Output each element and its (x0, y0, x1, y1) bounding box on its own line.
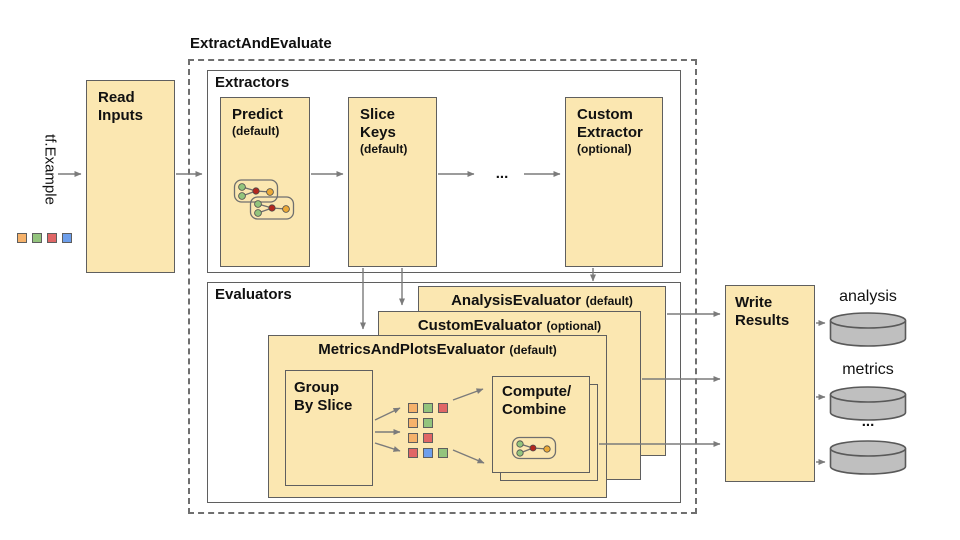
green-square (438, 448, 448, 458)
metrics-output-label: metrics (842, 361, 894, 378)
write-results-line1: Write (735, 294, 773, 311)
metrics-and-plots-evaluator-title: MetricsAndPlotsEvaluator (318, 341, 505, 358)
blue-square (423, 448, 433, 458)
compute-combine-line2: Combine (502, 401, 567, 418)
predict-extractor-box: Predict (default) (220, 97, 310, 267)
red-square (438, 403, 448, 413)
group-by-slice-box: Group By Slice (285, 370, 373, 486)
predict-subtitle: (default) (232, 124, 280, 138)
green-square (423, 403, 433, 413)
extract-and-evaluate-frame (188, 59, 697, 514)
compute-combine-line1: Compute/ (502, 383, 572, 400)
other-database-icon (829, 440, 907, 475)
slice-row (408, 433, 448, 443)
tf-example-label: tf.Example (41, 134, 59, 205)
write-results-box: Write Results (725, 285, 815, 482)
analysis-evaluator-subtitle: (default) (585, 294, 633, 308)
red-square (423, 433, 433, 443)
read-inputs-box: Read Inputs (86, 80, 175, 273)
orange-square (408, 433, 418, 443)
red-square (47, 233, 57, 243)
diagram-title: ExtractAndEvaluate (190, 35, 332, 52)
write-results-line2: Results (735, 312, 790, 329)
orange-square (17, 233, 27, 243)
analysis-evaluator-title: AnalysisEvaluator (451, 292, 582, 309)
custom-extractor-line2: Extractor (577, 124, 643, 141)
group-by-slice-line2: By Slice (294, 397, 353, 414)
custom-extractor-subtitle: (optional) (577, 142, 632, 156)
slice-keys-line2: Keys (360, 124, 396, 141)
orange-square (408, 418, 418, 428)
extractors-ellipsis: ... (495, 165, 509, 182)
green-square (32, 233, 42, 243)
custom-evaluator-subtitle: (optional) (546, 319, 602, 333)
compute-combine-box: Compute/ Combine (492, 376, 590, 473)
combine-graph-icon (511, 436, 557, 460)
slice-keys-subtitle: (default) (360, 142, 408, 156)
sliced-examples-grid (408, 403, 448, 458)
slice-keys-line1: Slice (360, 106, 396, 123)
analysis-output-label: analysis (839, 288, 897, 305)
metrics-and-plots-evaluator-subtitle: (default) (509, 343, 557, 357)
metrics-database-icon (829, 386, 907, 421)
read-inputs-line1: Read (98, 89, 135, 106)
orange-square (408, 403, 418, 413)
read-inputs-line2: Inputs (98, 107, 143, 124)
extractors-label: Extractors (215, 74, 290, 91)
red-square (408, 448, 418, 458)
blue-square (62, 233, 72, 243)
slice-row (408, 448, 448, 458)
custom-extractor-box: Custom Extractor (optional) (565, 97, 663, 267)
model-graph-icon (233, 179, 295, 220)
analysis-database-icon (829, 312, 907, 347)
custom-evaluator-title: CustomEvaluator (417, 317, 543, 334)
group-by-slice-line1: Group (294, 379, 339, 396)
predict-title: Predict (232, 106, 283, 123)
slice-keys-extractor-box: Slice Keys (default) (348, 97, 437, 267)
tf-example-squares (17, 233, 72, 243)
outputs-ellipsis: ... (861, 413, 875, 430)
evaluators-label: Evaluators (215, 286, 292, 303)
slice-row (408, 403, 448, 413)
slice-row (408, 418, 448, 428)
green-square (423, 418, 433, 428)
custom-extractor-line1: Custom (577, 106, 633, 123)
